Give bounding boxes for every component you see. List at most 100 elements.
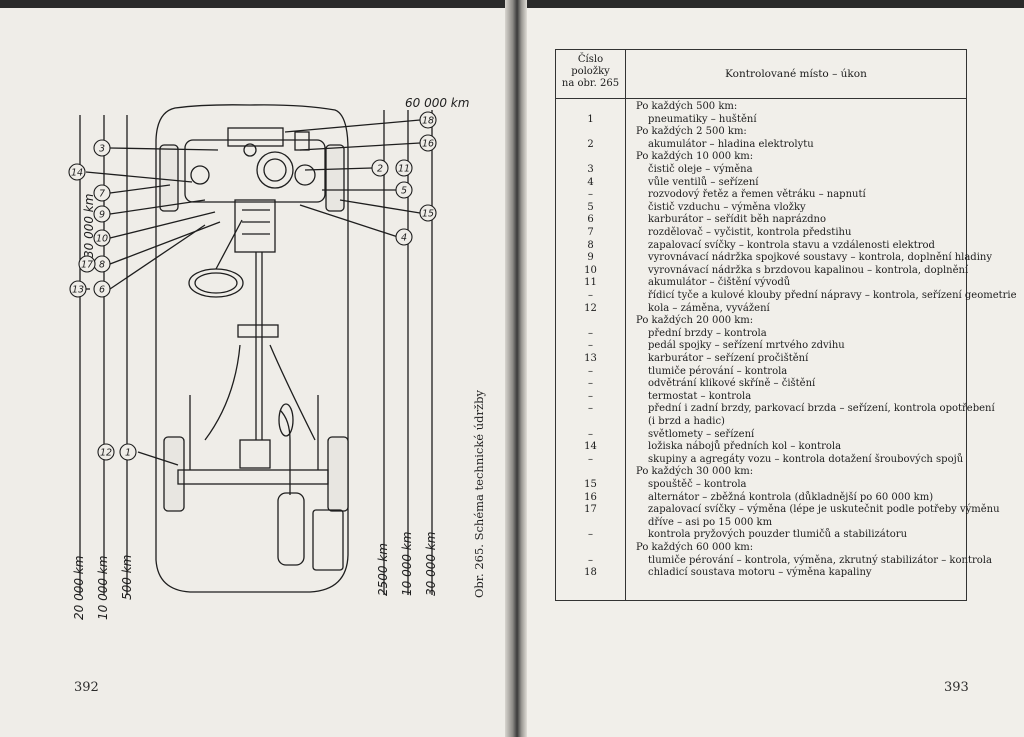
left-page <box>0 8 510 737</box>
row-number: – <box>588 428 593 440</box>
table-row: –přední i zadní brzdy, parkovací brzda –… <box>556 403 995 415</box>
marker-7: 7 <box>99 189 105 200</box>
row-text: akumulátor – čištění vývodů <box>648 277 791 289</box>
row-number: 16 <box>584 491 597 503</box>
row-text: světlomety – seřízení <box>648 428 755 440</box>
row-text: rozdělovač – vyčistit, kontrola předstih… <box>648 227 852 238</box>
row-number: 14 <box>584 441 597 453</box>
row-number: 10 <box>584 264 597 276</box>
table-row: Po každých 20 000 km: <box>556 315 966 327</box>
marker-2: 2 <box>377 164 383 175</box>
row-text: Po každých 2 500 km: <box>636 126 747 138</box>
row-number: 4 <box>587 176 594 188</box>
table-row: –rozvodový řetěz a řemen větráku – napnu… <box>556 189 966 201</box>
table-row: 7 rozdělovač – vyčistit, kontrola předsti… <box>556 227 966 239</box>
row-number: – <box>588 327 593 339</box>
row-text: řídicí tyče a kulové klouby přední nápra… <box>648 290 1017 301</box>
row-number: – <box>588 554 593 566</box>
marker-9: 9 <box>99 210 105 221</box>
marker-14: 14 <box>71 168 83 179</box>
label-20000km: 20 000 km <box>72 555 86 620</box>
table-row: (i brzd a hadic) <box>556 416 966 428</box>
row-text: ložiska nábojů předních kol – kontrola <box>648 441 842 453</box>
marker-13: 13 <box>72 285 84 296</box>
marker-17: 17 <box>81 260 93 271</box>
table-row: – tlumiče pérování – kontrola, výměna, zk… <box>556 554 992 567</box>
row-text: kola – záměna, vyvážení <box>648 302 770 314</box>
label-10000km-left: 10 000 km <box>96 555 110 620</box>
marker-16: 16 <box>422 139 434 150</box>
row-number: – <box>588 390 593 402</box>
row-text: tlumiče pérování – kontrola <box>648 365 788 377</box>
row-text: karburátor – seřídit běh naprázdno <box>648 214 827 226</box>
marker-1: 1 <box>125 448 131 459</box>
row-number: – <box>588 290 593 301</box>
column-separator <box>625 50 626 600</box>
marker-8: 8 <box>99 260 105 271</box>
marker-15: 15 <box>422 209 434 220</box>
book-gutter <box>505 0 527 737</box>
row-number: 1 <box>587 113 594 125</box>
row-text: skupiny a agregáty vozu – kontrola dotaž… <box>648 453 964 465</box>
header-number-line-3: na obr. 265 <box>561 78 620 89</box>
row-number: – <box>588 453 593 465</box>
row-number: 13 <box>584 353 597 364</box>
table-row: – tlumiče pérování – kontrola <box>556 366 966 378</box>
row-number: – <box>588 529 593 541</box>
row-text: zapalovací svíčky – kontrola stavu a vzd… <box>648 239 935 251</box>
row-text: odvětrání klikové skříně – čištění <box>648 378 816 390</box>
header-separator <box>556 98 966 99</box>
row-number: 6 <box>587 214 594 226</box>
row-number: 17 <box>584 504 597 516</box>
row-text: pedál spojky – seřízení mrtvého zdvihu <box>648 340 845 352</box>
row-text: Po každých 60 000 km: <box>636 542 754 553</box>
table-row: – skupiny a agregáty vozu – kontrola dota… <box>556 454 966 466</box>
table-row: Po každých 2 500 km: <box>556 126 966 138</box>
row-text: Po každých 500 km: <box>636 101 738 112</box>
row-text: rozvodový řetěz a řemen větráku – napnut… <box>648 189 866 201</box>
table-row: Po každých 500 km: <box>556 101 966 113</box>
marker-18: 18 <box>422 116 434 127</box>
right-page <box>522 8 1024 737</box>
row-number: – <box>588 403 593 415</box>
row-text: spouštěč – kontrola <box>648 479 747 490</box>
marker-11: 11 <box>398 164 410 175</box>
label-30000km-mid: 30 000 km <box>82 193 96 258</box>
row-text: chladicí soustava motoru – výměna kapali… <box>648 567 872 579</box>
label-500km: 500 km <box>120 554 134 600</box>
table-row: –kontrola pryžových pouzder tlumičů a st… <box>556 529 966 541</box>
row-number: – <box>588 378 593 390</box>
table-row: – odvětrání klikové skříně – čištění <box>556 378 966 390</box>
row-text: (i brzd a hadic) <box>648 416 725 427</box>
row-number: 18 <box>584 567 597 579</box>
header-number-line-1: Číslo <box>577 54 604 65</box>
row-number: 2 <box>587 138 594 150</box>
table-row: Po každých 60 000 km: <box>556 542 966 554</box>
page-number-right: 393 <box>944 680 969 695</box>
maintenance-table: Číslo položky na obr. 265 Kontrolované m… <box>555 49 1017 601</box>
label-30000km-right: 30 000 km <box>424 531 438 596</box>
table-row: dříve – asi po 15 000 km <box>556 517 966 529</box>
row-text: vyrovnávací nádržka spojkové soustavy – … <box>648 252 992 264</box>
table-row: –pedál spojky – seřízení mrtvého zdvihu <box>556 340 966 352</box>
row-text: zapalovací svíčky – výměna (lépe je usku… <box>648 504 1000 516</box>
row-text: čistič oleje – výměna <box>648 164 753 175</box>
table-row: 18 chladicí soustava motoru – výměna kapa… <box>556 567 966 579</box>
row-number: – <box>588 365 593 377</box>
row-text: karburátor – seřízení pročištění <box>648 353 809 364</box>
row-text: tlumiče pérování – kontrola, výměna, zkr… <box>648 554 992 566</box>
row-number: 9 <box>587 252 594 264</box>
table-row: 13 karburátor – seřízení pročištění <box>556 353 966 365</box>
row-text: termostat – kontrola <box>648 390 752 402</box>
table-row: 6 karburátor – seřídit běh naprázdno <box>556 214 966 226</box>
row-text: Po každých 20 000 km: <box>636 315 754 327</box>
row-number: 11 <box>584 277 597 289</box>
row-text: Po každých 10 000 km: <box>636 151 754 163</box>
row-number: 7 <box>587 227 594 238</box>
row-number: 12 <box>584 302 597 314</box>
